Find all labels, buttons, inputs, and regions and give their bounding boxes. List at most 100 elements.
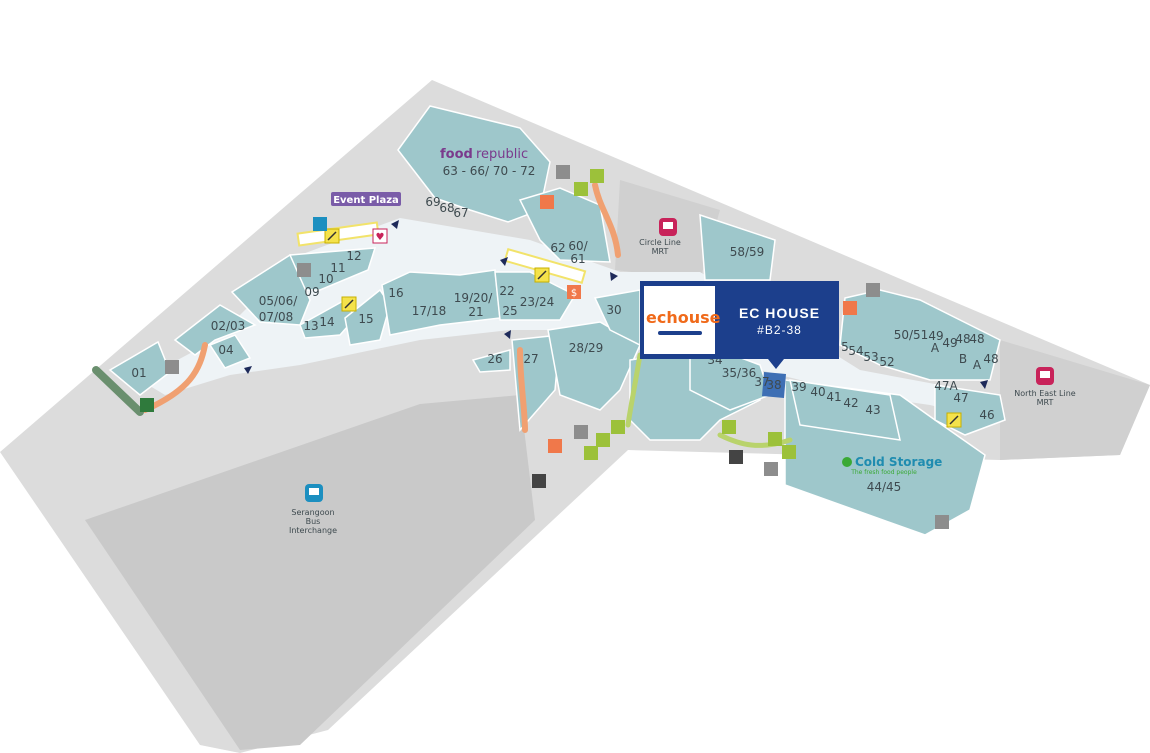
unit-label: 42: [843, 396, 858, 410]
unit-label: 48: [955, 332, 970, 346]
unit-label: 67: [453, 206, 468, 220]
unit-label: 25: [502, 304, 517, 318]
unit-label: 61: [570, 252, 585, 266]
bus-interchange-label-3: Interchange: [289, 526, 337, 535]
cold-storage-apple-icon: [842, 457, 852, 467]
unit-label: 69: [425, 195, 440, 209]
ec-house-logo: echouse: [644, 286, 721, 354]
unit-label: 54: [848, 344, 863, 358]
event-plaza-label: Event Plaza: [333, 195, 399, 206]
stairs-icon: [768, 432, 782, 446]
unit-label: 49: [928, 329, 943, 343]
unit-label: 13: [303, 319, 318, 333]
unit-label: 40: [810, 385, 825, 399]
arrow-icon: [244, 366, 252, 374]
mrt-icon: [659, 218, 677, 236]
north-east-line-label-2: MRT: [1037, 398, 1054, 407]
unit-label: 47: [953, 391, 968, 405]
cold-storage: Cold Storage The fresh food people 44/45: [842, 455, 942, 494]
cold-storage-tagline: The fresh food people: [850, 469, 917, 476]
arrow-icon: [980, 380, 988, 389]
unit-label: 11: [330, 261, 345, 275]
unit-label: 15: [358, 312, 373, 326]
unit-label: 07/08: [259, 310, 294, 324]
unit-label: 46: [979, 408, 994, 422]
info-counter-icon: [313, 217, 327, 231]
area-labels: Event Plaza Circle Line MRT North East L…: [289, 192, 1076, 535]
ec-house-logo-underline: [658, 331, 702, 335]
food-republic-units: 63 - 66/ 70 - 72: [443, 164, 536, 178]
bus-interchange-area: [85, 395, 535, 750]
arrow-icon: [504, 330, 511, 339]
unit-label: 50/51: [894, 328, 929, 342]
escalator-icon: [534, 267, 550, 283]
store-unit: #B2-38: [757, 323, 802, 337]
unit-label: 49: [942, 336, 957, 350]
unit-label: 10: [318, 272, 333, 286]
toilet-icon: [722, 420, 736, 434]
shop-units: [108, 105, 1006, 536]
unit-label: 5: [841, 340, 849, 354]
escalator-icon: [324, 228, 340, 244]
unit-label: 01: [131, 366, 146, 380]
unit-label: 48: [969, 332, 984, 346]
lift-icon: [532, 474, 546, 488]
food-republic: food republic 63 - 66/ 70 - 72: [440, 147, 535, 178]
svg-text:$: $: [571, 288, 577, 299]
atm-icon: $: [567, 285, 581, 299]
unit-label: 43: [865, 403, 880, 417]
unit-label: 26: [487, 352, 502, 366]
unit-label: 28/29: [569, 341, 604, 355]
stairs-icon: [297, 263, 311, 277]
unit-label: 35/36: [722, 366, 757, 380]
unit-label: 62: [550, 241, 565, 255]
store-callout[interactable]: echouse EC HOUSE #B2-38: [640, 281, 839, 369]
unit-label: 17/18: [412, 304, 447, 318]
unit-label: 53: [863, 350, 878, 364]
unit-label: 68: [439, 201, 454, 215]
unit-label: A: [973, 358, 982, 372]
bus-icon: [305, 484, 323, 502]
unit-label: 27: [523, 352, 538, 366]
unit-label: 60/: [568, 239, 588, 253]
stairs-icon: [165, 360, 179, 374]
unit-label: 58/59: [730, 245, 765, 259]
lift-icon: [729, 450, 743, 464]
lift-icon: [548, 439, 562, 453]
stairs-icon: [574, 425, 588, 439]
ec-house-logo-text: echouse: [646, 308, 721, 327]
circle-line-label-2: MRT: [652, 247, 669, 256]
unit-label: 22: [499, 284, 514, 298]
stairs-icon: [866, 283, 880, 297]
callout-pointer: [768, 359, 784, 369]
unit-label: 16: [388, 286, 403, 300]
defibrillator-icon: ♥: [372, 228, 388, 244]
ec-house-unit-38[interactable]: [762, 372, 786, 398]
lift-icon: [540, 195, 554, 209]
mrt-icon: [1036, 367, 1054, 385]
facility-icons: ♥ $: [140, 165, 1054, 529]
arrow-icon: [610, 272, 618, 281]
accessible-icon: [782, 445, 796, 459]
toilet-icon: [596, 433, 610, 447]
toilet-icon: [574, 182, 588, 196]
accessible-icon: [590, 169, 604, 183]
arrow-icon: [391, 220, 399, 229]
escalator-icon: [341, 296, 357, 312]
food-republic-name-b: republic: [476, 147, 528, 162]
unit-label: 41: [826, 390, 841, 404]
unit-label: 12: [346, 249, 361, 263]
circle-line-label-1: Circle Line: [639, 238, 681, 247]
stairs-icon: [764, 462, 778, 476]
bus-interchange-label-1: Serangoon: [291, 508, 334, 517]
unit-label: 52: [879, 355, 894, 369]
unit-label: 37: [754, 375, 769, 389]
cold-storage-units: 44/45: [867, 480, 902, 494]
lift-icon: [843, 301, 857, 315]
unit-label: 04: [218, 343, 233, 357]
lift-icon: [140, 398, 154, 412]
stairs-icon: [556, 165, 570, 179]
unit-label: 23/24: [520, 295, 555, 309]
